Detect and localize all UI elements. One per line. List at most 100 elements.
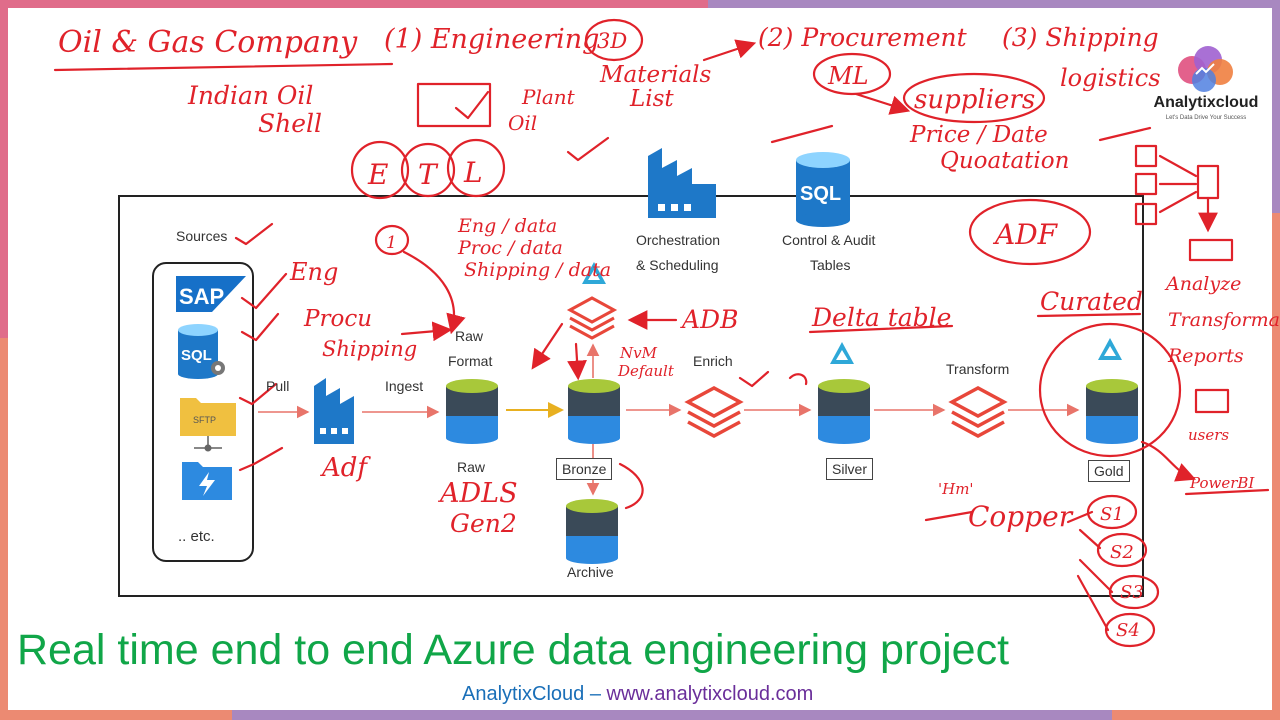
delta-lake-silver-icon	[830, 342, 854, 364]
hw-etl-t: T	[418, 158, 439, 191]
svg-text:SAP: SAP	[179, 284, 224, 309]
bronze-container-icon	[568, 379, 620, 444]
hw-shipping-data: Shipping / data	[464, 259, 611, 281]
raw-label: Raw	[457, 459, 486, 475]
ingest-label: Ingest	[385, 378, 424, 394]
hw-users: users	[1188, 426, 1229, 444]
hw-s1: S1	[1100, 504, 1124, 525]
hw-list: List	[629, 86, 674, 112]
raw-format-line2: Format	[448, 353, 493, 369]
hw-company: Oil & Gas Company	[58, 25, 358, 60]
hw-powerbi: PowerBI	[1189, 474, 1255, 492]
hw-plant: Plant	[521, 85, 576, 109]
hw-reports: Reports	[1167, 345, 1244, 367]
hw-logistics: logistics	[1060, 64, 1161, 92]
raw-container-icon	[446, 379, 498, 444]
slide-border-top-left	[0, 0, 708, 8]
hw-shell: Shell	[258, 109, 322, 138]
gold-label: Gold	[1088, 460, 1130, 482]
hw-adls: ADLS	[437, 478, 518, 509]
hw-materials: Materials	[599, 62, 712, 88]
hw-indian-oil: Indian Oil	[187, 81, 313, 110]
delta-lake-icon	[582, 262, 606, 284]
hw-adf: ADF	[992, 218, 1059, 251]
architecture-diagram-frame	[118, 195, 1144, 597]
hw-ml: ML	[827, 62, 869, 90]
orchestration-factory-icon	[648, 148, 716, 218]
footer-url[interactable]: www.analytixcloud.com	[606, 683, 814, 705]
slide-border-right-bottom	[1272, 213, 1280, 720]
hw-etl-l: L	[463, 156, 483, 189]
sql-database-icon: SQL	[178, 324, 225, 379]
logo-name: Analytixcloud	[1153, 94, 1259, 111]
hw-analyze: Analyze	[1164, 273, 1241, 295]
bronze-label: Bronze	[556, 458, 613, 480]
hw-gen2: Gen2	[450, 509, 517, 538]
sources-box	[152, 262, 254, 562]
silver-container-icon	[818, 379, 870, 444]
archive-label: Archive	[567, 564, 614, 580]
azure-function-icon	[182, 462, 232, 500]
handwritten-annotations: Oil & Gas Company (1) Engineering 3D (2)…	[53, 18, 1280, 648]
page-title: Real time end to end Azure data engineer…	[17, 626, 1010, 674]
orchestration-line1: Orchestration	[636, 232, 721, 248]
hw-eng: Eng	[289, 258, 338, 286]
hw-step1: (1) Engineering	[384, 24, 599, 55]
hw-step1-sub: 3D	[597, 29, 627, 53]
footer: AnalytixCloud – www.analytixcloud.com	[462, 680, 813, 708]
sftp-folder-icon: SFTP	[180, 398, 236, 452]
control-sql-icon: SQL	[796, 152, 850, 227]
footer-separator: –	[589, 683, 601, 705]
slide-border-left-top	[0, 8, 8, 338]
hw-s2: S2	[1110, 542, 1134, 563]
slide-border-right-top	[1272, 8, 1280, 213]
hw-suppliers: suppliers	[914, 85, 1035, 115]
databricks-adb-icon	[566, 296, 618, 340]
sap-icon: SAP	[176, 276, 246, 312]
svg-text:SQL: SQL	[181, 347, 212, 364]
hw-num-one: 1	[386, 233, 397, 253]
hw-shipping: Shipping	[322, 337, 417, 361]
hw-adb: ADB	[680, 305, 738, 334]
transform-label: Transform	[946, 361, 1010, 377]
analytixcloud-logo-icon	[1178, 46, 1233, 92]
control-line2: Tables	[810, 257, 851, 273]
slide-border-bottom-left	[0, 710, 232, 720]
hw-default: Default	[617, 362, 675, 380]
svg-text:SQL: SQL	[800, 183, 841, 205]
delta-lake-gold-icon	[1098, 338, 1122, 360]
control-line1: Control & Audit	[782, 232, 876, 248]
slide-border-top-right	[708, 0, 1280, 8]
hw-quotation: Quoatation	[940, 148, 1069, 174]
slide-border-left-bottom	[0, 338, 8, 720]
enrich-label: Enrich	[693, 353, 733, 369]
hw-s4: S4	[1116, 620, 1140, 641]
footer-brand: AnalytixCloud	[462, 683, 585, 705]
hw-step2: (2) Procurement	[758, 23, 968, 52]
databricks-enrich-icon	[684, 386, 744, 438]
pull-label: Pull	[266, 378, 290, 394]
orchestration-line2: & Scheduling	[636, 257, 719, 273]
gold-container-icon	[1086, 379, 1138, 444]
hw-oil: Oil	[508, 111, 537, 135]
hw-etl-e: E	[367, 158, 388, 191]
slide-border-bottom-right	[1112, 710, 1280, 720]
hw-hm: 'Hm'	[938, 480, 974, 498]
sources-label: Sources	[176, 228, 228, 244]
hw-nvm: NvM	[619, 344, 658, 362]
logo-tagline: Let's Data Drive Your Success	[1165, 115, 1247, 121]
hw-s3: S3	[1120, 582, 1144, 603]
slide-border-bottom-mid	[232, 710, 1112, 720]
hw-eng-data: Eng / data	[457, 215, 557, 237]
etc-label: .. etc.	[178, 528, 215, 545]
hw-adf-lower: Adf	[320, 453, 371, 483]
silver-label: Silver	[826, 458, 874, 480]
archive-container-icon	[566, 499, 618, 564]
hw-step3: (3) Shipping	[1002, 23, 1159, 52]
data-factory-icon	[314, 378, 354, 444]
hw-curated: Curated	[1040, 287, 1143, 316]
hw-copper: Copper	[968, 500, 1074, 533]
hw-price-date: Price / Date	[909, 122, 1048, 148]
raw-format-line1: Raw	[455, 328, 484, 344]
